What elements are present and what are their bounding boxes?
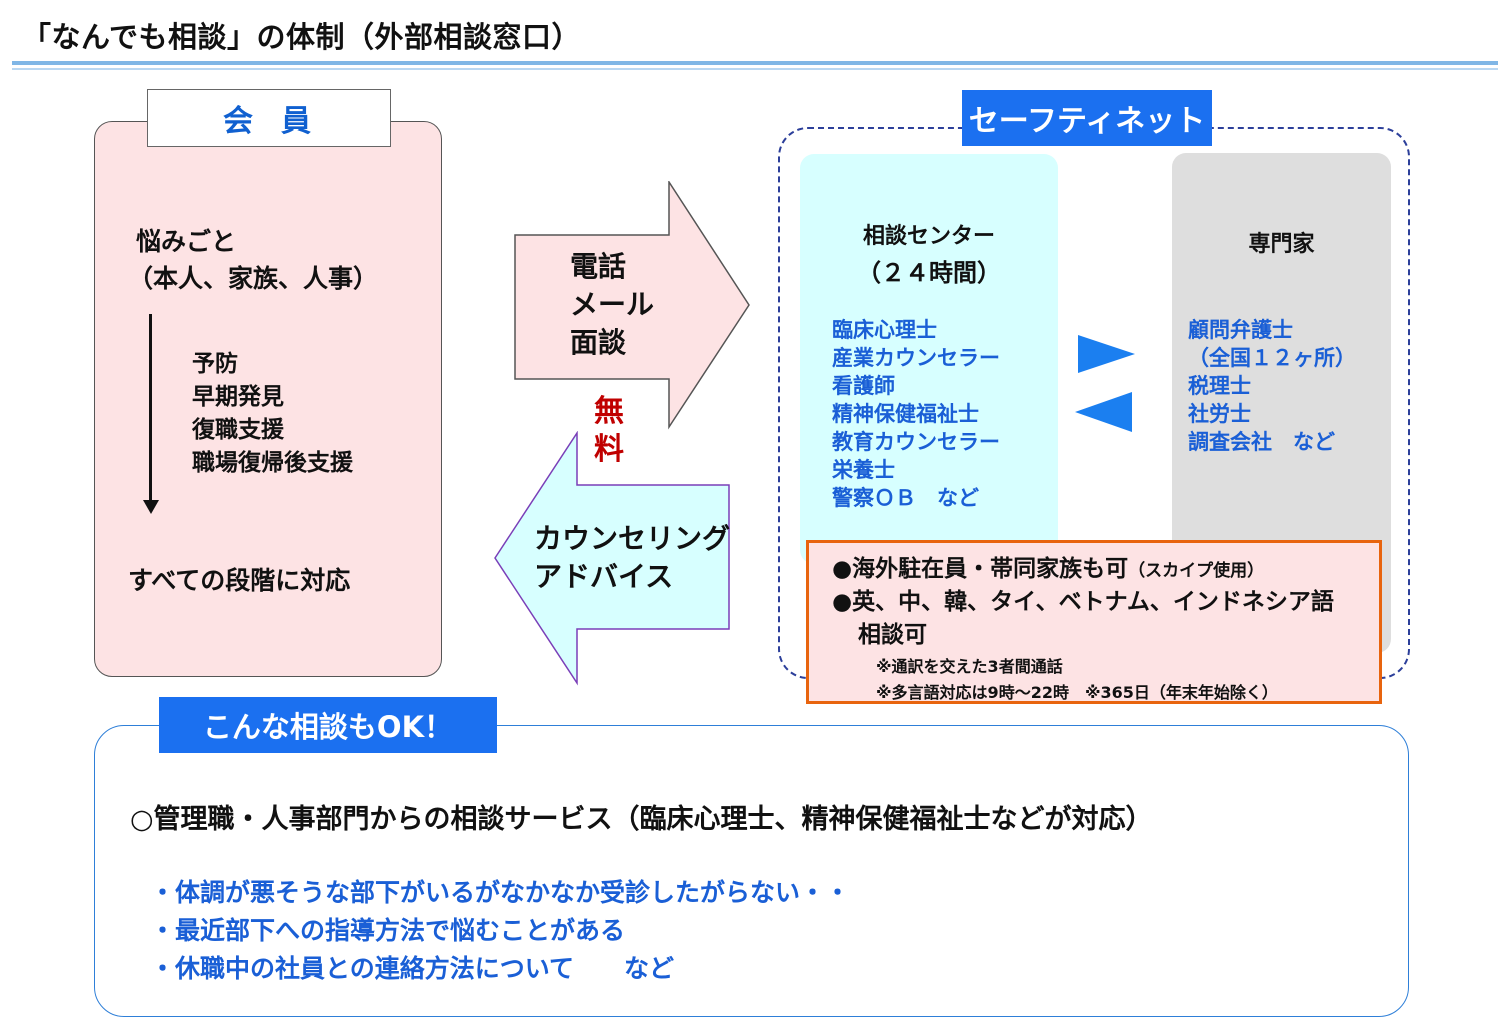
- expert-item: 税理士: [1188, 374, 1251, 398]
- service-counseling: カウンセリング: [534, 522, 731, 555]
- page-title: 「なんでも相談」の体制（外部相談窓口）: [22, 20, 582, 54]
- overseas-line-3: 相談可: [858, 622, 927, 648]
- stage-item: 予防: [192, 351, 238, 377]
- center-staff-item: 精神保健福祉士: [832, 402, 979, 426]
- counseling-center-box: [800, 154, 1058, 564]
- title-underline-secondary: [12, 68, 1498, 70]
- overseas-line-1: ●海外駐在員・帯同家族も可（スカイプ使用）: [832, 556, 1265, 582]
- extra-consultation-box: [94, 725, 1409, 1017]
- member-tab: 会員: [147, 89, 391, 147]
- stage-arrow-line: [149, 314, 152, 502]
- stage-item: 復職支援: [192, 417, 284, 443]
- extra-consultation-tab: こんな相談もOK！: [159, 697, 497, 753]
- free-label: 無 料: [594, 394, 624, 467]
- center-staff-item: 看護師: [832, 374, 895, 398]
- overseas-note-1: ※通訳を交えた3者間通話: [876, 657, 1063, 676]
- member-box: [94, 121, 442, 677]
- service-advice: アドバイス: [534, 560, 674, 593]
- stage-item: 早期発見: [192, 384, 284, 410]
- safety-net-tab: セーフティネット: [962, 90, 1212, 146]
- left-arrow-shape: [494, 431, 730, 686]
- channel-mail: メール: [570, 288, 655, 321]
- overseas-line-2: ●英、中、韓、タイ、ベトナム、インドネシア語: [832, 589, 1334, 615]
- stage-arrow-head: [143, 500, 159, 514]
- overseas-note-2: ※多言語対応は9時～22時 ※365日（年末年始除く）: [876, 683, 1278, 702]
- example-item: ・体調が悪そうな部下がいるがなかなか受診したがらない・・: [150, 878, 851, 907]
- expert-item: 社労士: [1188, 402, 1251, 426]
- center-staff-item: 臨床心理士: [832, 318, 937, 342]
- center-staff-item: 警察ＯＢ など: [832, 486, 979, 510]
- worries-subjects: （本人、家族、人事）: [128, 264, 379, 293]
- management-service-text: ○管理職・人事部門からの相談サービス（臨床心理士、精神保健福祉士などが対応）: [130, 804, 1153, 835]
- left-triangle-icon: [1075, 392, 1132, 432]
- channel-phone: 電話: [570, 250, 627, 283]
- stage-item: 職場復帰後支援: [192, 450, 353, 476]
- center-staff-item: 産業カウンセラー: [832, 346, 1000, 370]
- experts-title: 専門家: [1248, 232, 1315, 257]
- expert-item: （全国１２ヶ所）: [1188, 346, 1356, 370]
- overseas-support-box: [806, 540, 1382, 704]
- worries-label: 悩みごと: [136, 227, 237, 256]
- example-item: ・最近部下への指導方法で悩むことがある: [150, 916, 626, 945]
- channel-meeting: 面談: [570, 326, 627, 359]
- expert-item: 調査会社 など: [1188, 430, 1335, 454]
- center-staff-item: 教育カウンセラー: [832, 430, 1000, 454]
- center-staff-item: 栄養士: [832, 458, 895, 482]
- title-underline: [12, 61, 1498, 65]
- expert-item: 顧問弁護士: [1188, 318, 1293, 342]
- right-arrow-shape: [514, 181, 750, 430]
- right-triangle-icon: [1078, 335, 1135, 373]
- example-item: ・休職中の社員との連絡方法について など: [150, 954, 675, 983]
- counseling-center-hours: （２４時間）: [857, 259, 1001, 287]
- all-stages-label: すべての段階に対応: [128, 566, 351, 595]
- counseling-center-title: 相談センター: [862, 224, 995, 249]
